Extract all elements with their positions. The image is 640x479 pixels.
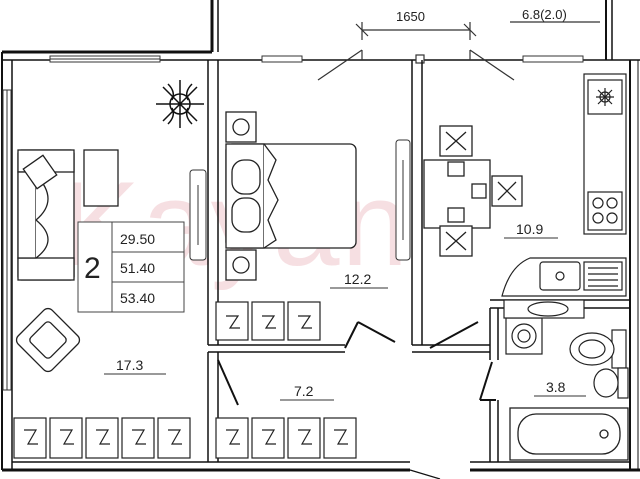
armchair-icon <box>15 307 81 373</box>
washer <box>505 317 543 355</box>
bathroom-sink <box>503 299 585 319</box>
kitchen-area: 10.9 <box>516 221 543 237</box>
wardrobe-row-bottom <box>13 417 357 459</box>
table-chairs-icon <box>423 125 523 257</box>
balcony-area-label: 6.8(2.0) <box>522 7 567 22</box>
bedroom-area: 12.2 <box>344 271 371 287</box>
coffee-table <box>83 149 119 207</box>
radiator-icon <box>189 139 411 261</box>
stove-icon <box>592 88 618 224</box>
bidet <box>593 367 629 399</box>
balcony <box>317 21 600 81</box>
living-room-area: 17.3 <box>116 357 143 373</box>
area-summary <box>77 221 185 313</box>
bed-icon <box>225 111 357 281</box>
bathroom-area: 3.8 <box>546 379 566 395</box>
total-area: 51.40 <box>120 260 155 276</box>
total-with-balcony: 53.40 <box>120 290 155 306</box>
living-area: 29.50 <box>120 231 155 247</box>
wardrobe-row-bedroom <box>215 301 321 341</box>
rooms-count: 2 <box>84 252 101 285</box>
sofa-icon <box>17 149 75 281</box>
label-underlines <box>104 237 586 401</box>
plant-icon <box>156 80 204 128</box>
door-swings <box>217 321 496 406</box>
kitchen-counter <box>583 73 627 235</box>
toilet-icon <box>569 329 627 369</box>
balcony-width-label: 1650 <box>396 9 425 24</box>
bathtub-icon <box>509 407 629 461</box>
hallway-area: 7.2 <box>294 383 314 399</box>
sink-icon <box>501 257 627 297</box>
